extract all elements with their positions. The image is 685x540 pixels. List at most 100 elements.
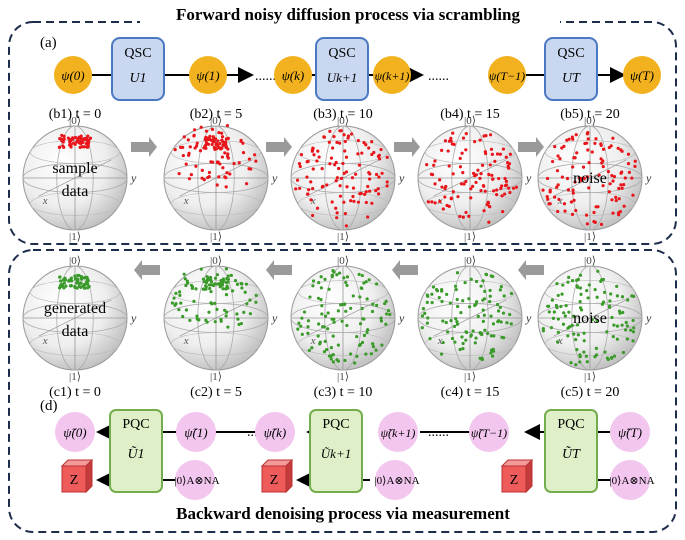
state-point: [582, 331, 586, 335]
state-point: [369, 352, 374, 356]
state-point: [342, 302, 347, 307]
axis-label-0: |0⟩: [464, 255, 476, 267]
state-point: [592, 210, 596, 215]
state-point: [619, 183, 623, 187]
state-point: [247, 157, 252, 161]
state-point: [351, 186, 356, 190]
state-point: [320, 304, 324, 308]
state-point: [326, 327, 330, 331]
state-point: [556, 183, 560, 187]
state-point: [329, 346, 334, 350]
state-point: [451, 131, 455, 135]
state-point: [556, 154, 560, 158]
state-point: [186, 281, 190, 285]
state-point: [449, 197, 453, 201]
state-point: [573, 180, 577, 184]
state-point: [631, 330, 636, 334]
state-point: [461, 299, 465, 303]
b-caption: (b1) t = 0: [49, 107, 102, 122]
state-point: [572, 156, 576, 160]
state-point: [587, 161, 591, 165]
state-point: [346, 134, 351, 138]
state-point: [555, 282, 559, 286]
state-point: [320, 185, 324, 189]
state-point: [360, 151, 364, 155]
state-point: [241, 151, 246, 155]
state-point: [430, 301, 434, 305]
state-point: [208, 286, 212, 291]
axis-label-0: |0⟩: [69, 115, 81, 127]
state-point: [372, 150, 376, 155]
state-point: [220, 146, 224, 150]
state-point: [295, 178, 300, 182]
state-point: [306, 325, 310, 329]
state-point: [486, 201, 491, 205]
state-point: [344, 170, 349, 174]
state-point: [601, 165, 605, 169]
state-point: [385, 184, 389, 188]
state-point: [311, 279, 316, 283]
state-point: [242, 310, 246, 314]
state-point: [343, 139, 347, 144]
state-point: [211, 135, 215, 139]
state-point: [210, 127, 215, 131]
state-point: [344, 155, 349, 159]
state-point: [603, 350, 607, 354]
axis-label-1: |1⟩: [464, 371, 476, 383]
state-point: [608, 299, 612, 303]
state-point: [184, 162, 188, 166]
state-point: [63, 278, 68, 282]
measure-label: Z: [70, 473, 79, 488]
state-point: [599, 157, 603, 161]
state-point: [254, 159, 258, 163]
state-point: [210, 302, 214, 306]
state-point: [195, 314, 199, 318]
state-point: [385, 155, 389, 159]
state-point: [72, 141, 76, 145]
ellipsis-2: ......: [428, 69, 449, 84]
state-point: [325, 183, 329, 187]
state-point: [570, 279, 575, 283]
state-point: [605, 330, 609, 334]
state-point: [607, 190, 611, 194]
state-point: [499, 320, 503, 324]
state-point: [483, 328, 487, 332]
state-point: [223, 308, 227, 312]
state-point: [609, 292, 613, 296]
panel-a-label: (a): [40, 35, 57, 51]
state-point: [379, 147, 383, 152]
qsc-label: QSC: [124, 46, 151, 61]
state-point: [595, 295, 599, 299]
state-point: [471, 171, 476, 175]
state-point: [572, 332, 576, 336]
state-point: [173, 147, 177, 152]
state-point: [594, 346, 598, 350]
state-point: [611, 334, 615, 339]
state-point: [79, 136, 83, 141]
unitary-label: Uk+1: [327, 70, 357, 85]
state-point: [631, 339, 635, 343]
axis-label-x: x: [437, 335, 443, 347]
state-point: [335, 216, 339, 220]
b-caption: (b3) t = 10: [313, 107, 373, 122]
state-point: [447, 164, 451, 168]
state-point: [308, 295, 312, 299]
state-point: [462, 182, 466, 186]
state-psi-0: [54, 56, 92, 94]
b-caption: (b5) t = 20: [560, 107, 620, 122]
state-point: [479, 284, 483, 288]
state-point: [575, 348, 579, 352]
state-point: [59, 283, 63, 287]
state-point: [564, 303, 568, 308]
state-point: [571, 188, 575, 192]
state-point: [471, 329, 475, 333]
state-point: [623, 176, 627, 180]
state-point: [364, 190, 368, 194]
state-point: [586, 148, 590, 152]
axis-label-y: y: [645, 171, 652, 185]
state-point: [204, 138, 208, 142]
